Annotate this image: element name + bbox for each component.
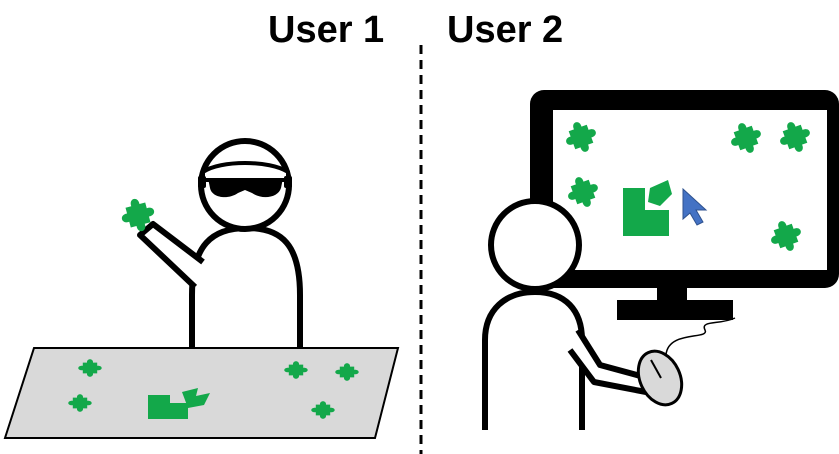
- cursor-arrow-icon: [682, 187, 708, 226]
- user1-table: [3, 347, 400, 439]
- ar-headset-icon: [198, 161, 292, 198]
- user2-body: [482, 288, 585, 430]
- user2-label: User 2: [447, 9, 564, 51]
- computer-mouse-icon: [636, 349, 684, 407]
- user1-label: User 1: [268, 9, 385, 51]
- user2-scene: [482, 90, 839, 430]
- user2-head: [488, 198, 582, 292]
- mouse-cable: [665, 317, 736, 356]
- user1-arm: [137, 221, 205, 290]
- user1-scene: [3, 138, 400, 439]
- assembled-puzzle-screen: [623, 180, 672, 236]
- assembled-puzzle: [148, 388, 210, 419]
- user1-body: [189, 224, 303, 350]
